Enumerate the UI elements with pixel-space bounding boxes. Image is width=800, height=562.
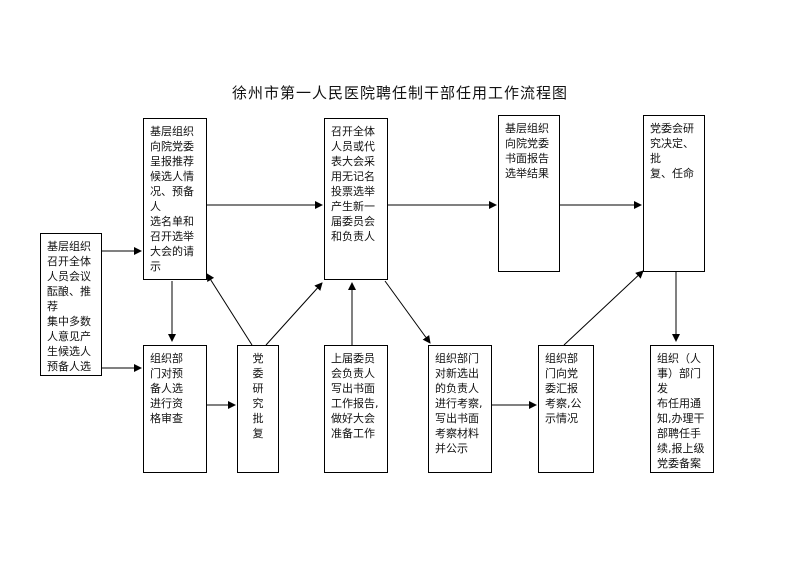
box-report-candidates: 基层组织 向院党委 呈报推荐 候选人情 况、预备人 选名单和 召开选举 大会的请…: [143, 118, 207, 280]
box-prior-committee: 上届委员 会负责人 写出书面 工作报告, 做好大会 准备工作: [324, 345, 388, 473]
box-committee-decide: 党委会研 究决定、批 复、任命: [643, 115, 705, 272]
box-assess-new: 组织部门 对新选出 的负责人 进行考察, 写出书面 考察材料 并公示: [428, 345, 492, 473]
box-party-committee-meeting: 基层组织 召开全体 人员会议 酝酿、推荐 集中多数 人意见产 生候选人 预备人选: [40, 233, 102, 376]
arrow-report-to-decide: [563, 270, 644, 346]
arrow-election-to-assess: [384, 280, 431, 344]
box-report-assessment: 组织部 门向党 委汇报 考察,公 示情况: [538, 345, 594, 473]
arrow-approve-to-election: [265, 282, 323, 346]
box-election-meeting: 召开全体 人员或代 表大会采 用无记名 投票选举 产生新一 届委员会 和负责人: [324, 118, 388, 280]
box-org-review: 组织部 门对预 备人选 进行资 格审查: [143, 345, 207, 473]
box-report-results: 基层组织 向院党委 书面报告 选举结果: [498, 115, 560, 272]
arrow-approve-to-report: [206, 273, 253, 346]
box-committee-approve: 党 委 研 究 批 复: [237, 345, 279, 473]
page-title: 徐州市第一人民医院聘任制干部任用工作流程图: [231, 84, 568, 102]
box-hr-issue: 组织（人 事）部门发 布任用通 知,办理干 部聘任手 续,报上级 党委备案: [650, 345, 714, 473]
